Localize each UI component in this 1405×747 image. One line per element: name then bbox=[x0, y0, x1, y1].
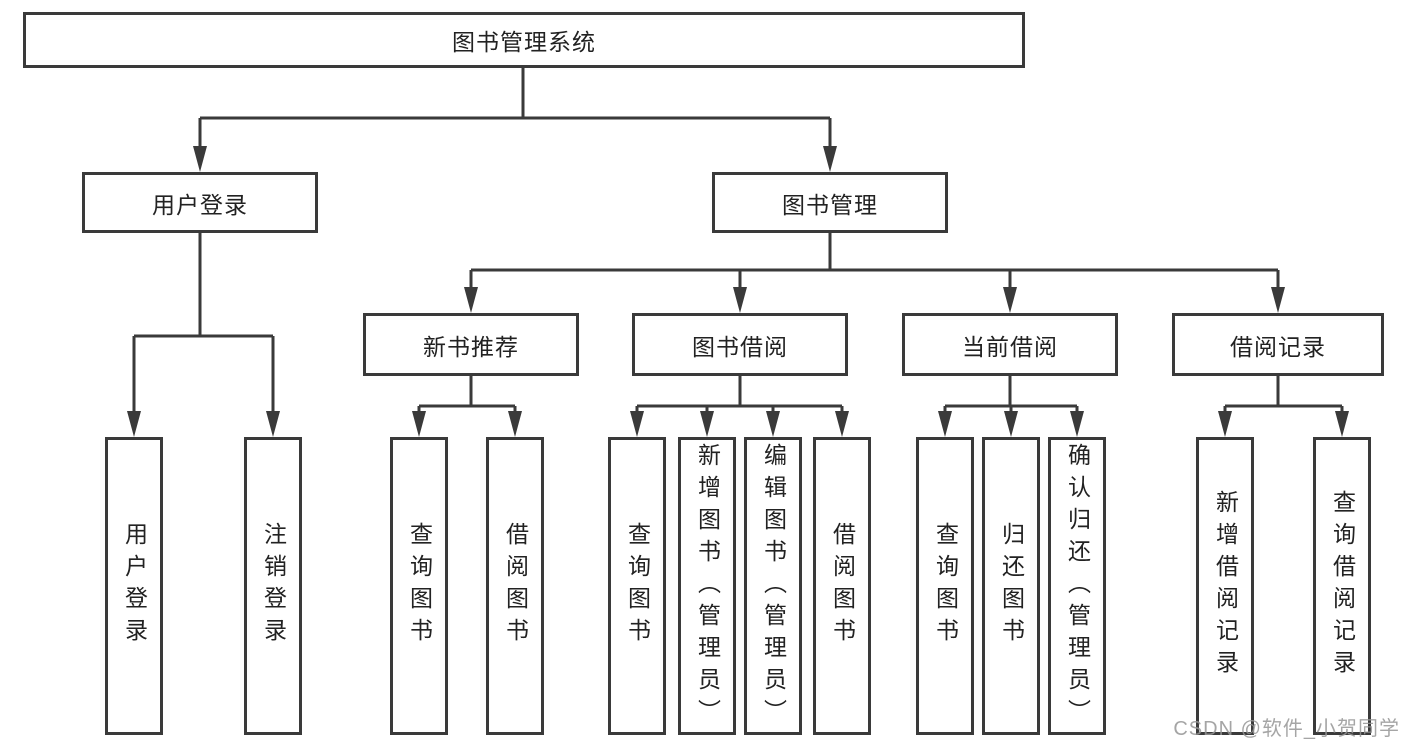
leaf-label: 借阅图书 bbox=[829, 522, 856, 650]
node-label: 图书管理 bbox=[782, 191, 878, 218]
leaf-edit-books-admin: 编辑图书（管理员） bbox=[744, 437, 802, 735]
leaf-label: 查询图书 bbox=[624, 522, 651, 650]
node-new-book-recommendation: 新书推荐 bbox=[363, 313, 579, 376]
node-user-login-branch: 用户登录 bbox=[82, 172, 318, 233]
node-label: 图书管理系统 bbox=[452, 29, 596, 55]
leaf-confirm-return-admin: 确认归还（管理员） bbox=[1048, 437, 1106, 735]
leaf-label: 新增借阅记录 bbox=[1212, 490, 1239, 682]
leaf-query-borrow-record: 查询借阅记录 bbox=[1313, 437, 1371, 735]
leaf-label: 查询图书 bbox=[932, 522, 959, 650]
csdn-watermark: CSDN @软件_小贺同学 bbox=[1173, 718, 1400, 740]
leaf-label: 用户登录 bbox=[121, 522, 148, 650]
leaf-return-books: 归还图书 bbox=[982, 437, 1040, 735]
node-book-management-branch: 图书管理 bbox=[712, 172, 948, 233]
leaf-label: 确认归还（管理员） bbox=[1064, 443, 1091, 731]
node-library-management-system: 图书管理系统 bbox=[23, 12, 1025, 68]
leaf-add-borrow-record: 新增借阅记录 bbox=[1196, 437, 1254, 735]
leaf-label: 查询图书 bbox=[406, 522, 433, 650]
node-label: 新书推荐 bbox=[423, 333, 519, 360]
leaf-add-books-admin: 新增图书（管理员） bbox=[678, 437, 736, 735]
node-book-borrowing: 图书借阅 bbox=[632, 313, 848, 376]
node-current-borrowing: 当前借阅 bbox=[902, 313, 1118, 376]
leaf-label: 注销登录 bbox=[260, 522, 287, 650]
leaf-query-books-borrowing: 查询图书 bbox=[608, 437, 666, 735]
leaf-label: 查询借阅记录 bbox=[1329, 490, 1356, 682]
node-label: 用户登录 bbox=[152, 191, 248, 218]
leaf-query-books-recommend: 查询图书 bbox=[390, 437, 448, 735]
node-label: 借阅记录 bbox=[1230, 333, 1326, 360]
node-label: 当前借阅 bbox=[962, 333, 1058, 360]
leaf-query-books-current: 查询图书 bbox=[916, 437, 974, 735]
leaf-label: 编辑图书（管理员） bbox=[760, 443, 787, 731]
leaf-borrow-books-recommend: 借阅图书 bbox=[486, 437, 544, 735]
leaf-label: 借阅图书 bbox=[502, 522, 529, 650]
node-label: 图书借阅 bbox=[692, 333, 788, 360]
leaf-user-login: 用户登录 bbox=[105, 437, 163, 735]
leaf-borrow-books: 借阅图书 bbox=[813, 437, 871, 735]
leaf-label: 归还图书 bbox=[998, 522, 1025, 650]
leaf-label: 新增图书（管理员） bbox=[694, 443, 721, 731]
node-borrowing-records: 借阅记录 bbox=[1172, 313, 1384, 376]
leaf-logout: 注销登录 bbox=[244, 437, 302, 735]
